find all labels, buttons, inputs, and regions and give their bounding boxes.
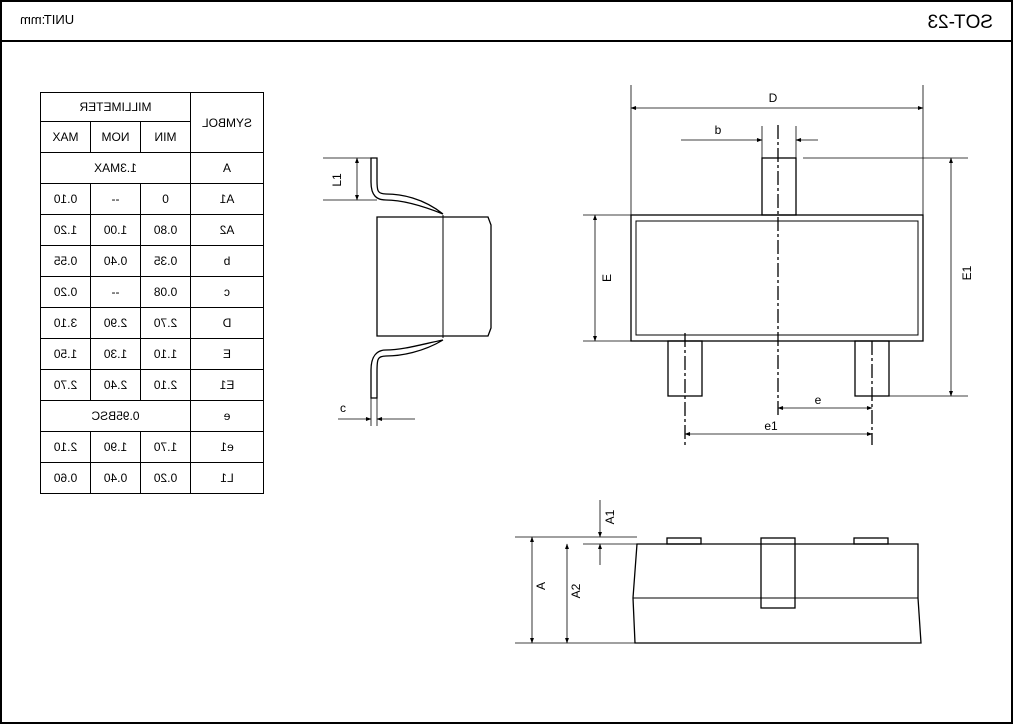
label-a1: A1 — [603, 509, 617, 524]
label-pitch-e1: e1 — [764, 419, 778, 433]
side-body — [376, 216, 492, 337]
lower-lead — [370, 339, 444, 399]
front-body — [632, 543, 922, 644]
label-pitch-e: e — [815, 393, 822, 407]
top-view-labels: D b E E1 e e1 — [600, 91, 974, 433]
label-a2: A2 — [569, 583, 583, 598]
label-b: b — [715, 123, 722, 137]
top-lead — [761, 157, 797, 216]
label-e1: E1 — [960, 265, 974, 280]
front-lead-left — [853, 537, 889, 545]
upper-lead — [370, 157, 444, 215]
label-l1: L1 — [330, 173, 344, 187]
body-outline-inner — [635, 220, 919, 336]
label-d: D — [769, 91, 778, 105]
label-a: A — [534, 582, 548, 590]
label-e: E — [600, 274, 614, 282]
front-view-labels: A A2 A1 — [534, 509, 617, 598]
side-view-labels: L1 c — [330, 173, 346, 415]
front-view — [515, 500, 922, 644]
side-view — [323, 157, 492, 426]
front-lead-right — [666, 537, 702, 545]
top-view — [583, 85, 968, 445]
front-lead-center — [760, 537, 796, 609]
body-outline-outer — [630, 214, 924, 342]
label-c: c — [340, 401, 346, 415]
